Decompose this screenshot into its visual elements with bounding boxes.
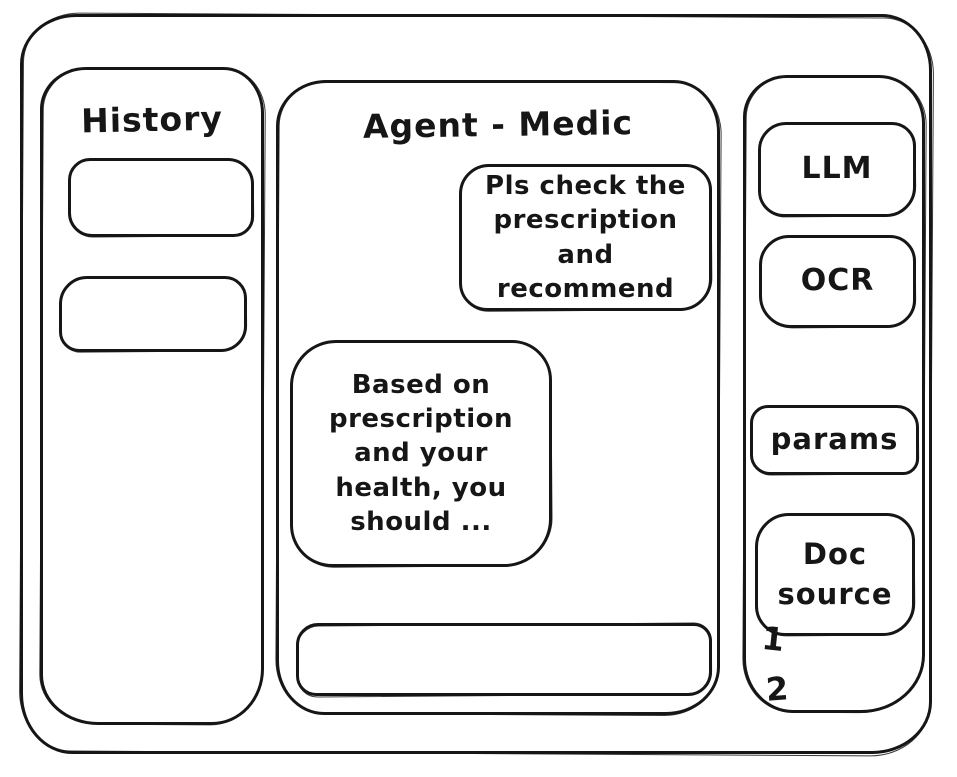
- doc-source-button[interactable]: Doc source: [755, 513, 915, 636]
- history-title: History: [80, 98, 224, 141]
- message-input[interactable]: [296, 623, 712, 696]
- ocr-button-label: OCR: [800, 263, 875, 299]
- doc-source-item-1[interactable]: 1: [760, 618, 787, 660]
- chat-panel: Agent - Medic Pls check the prescription…: [276, 80, 720, 715]
- chat-title: Agent - Medic: [362, 103, 634, 146]
- history-item[interactable]: [68, 158, 254, 237]
- assistant-message-bubble: Based on prescription and your health, y…: [290, 340, 552, 567]
- llm-button[interactable]: LLM: [758, 122, 916, 217]
- doc-source-button-label: Doc source: [777, 537, 893, 611]
- app-window: History Agent - Medic Pls check the pres…: [20, 14, 932, 754]
- params-button[interactable]: params: [750, 405, 919, 475]
- ocr-button[interactable]: OCR: [759, 235, 916, 328]
- user-message-bubble: Pls check the prescription and recommend: [459, 164, 712, 311]
- params-button-label: params: [770, 422, 899, 457]
- tools-panel: LLM OCR params Doc source 1 2: [743, 75, 925, 713]
- llm-button-label: LLM: [801, 151, 873, 187]
- history-item[interactable]: [59, 276, 247, 352]
- doc-source-item-2[interactable]: 2: [764, 669, 790, 709]
- assistant-message-text: Based on prescription and your health, y…: [328, 369, 513, 537]
- history-panel: History: [40, 67, 264, 725]
- user-message-text: Pls check the prescription and recommend: [485, 170, 686, 304]
